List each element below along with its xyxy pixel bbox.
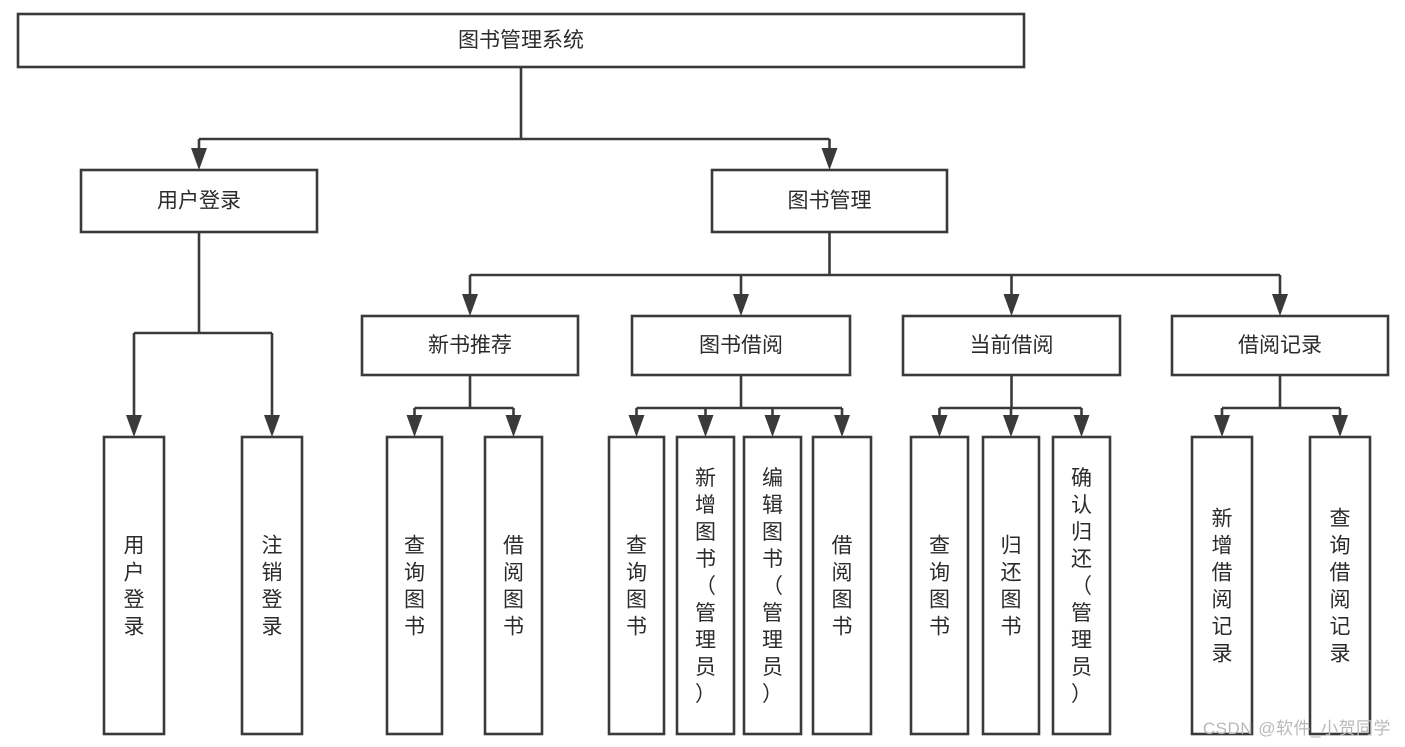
connector-arrowhead — [1272, 294, 1288, 316]
node-label-book-manage: 图书管理 — [788, 190, 872, 213]
node-box-leaf-borrow-book-1[interactable] — [483, 435, 544, 736]
node-leaf-query-book-2[interactable]: 查询图书 — [607, 435, 666, 736]
connector-arrowhead — [191, 148, 207, 170]
node-leaf-query-record[interactable]: 查询借阅记录 — [1308, 435, 1372, 736]
node-label-book-borrow: 图书借阅 — [699, 334, 783, 357]
node-box-leaf-edit-book[interactable] — [742, 435, 803, 736]
node-leaf-add-book[interactable]: 新增图书（管理员） — [675, 435, 736, 736]
node-label-leaf-borrow-book-2: 借阅图书 — [832, 535, 853, 639]
node-label-new-book-rec: 新书推荐 — [428, 334, 512, 357]
node-label-leaf-user-login: 用户登录 — [124, 535, 145, 639]
connector-group-user-login — [126, 232, 280, 437]
node-label-leaf-edit-book: 编辑图书（管理员） — [762, 467, 783, 706]
csdn-watermark: CSDN @软件_小贺同学 — [1202, 719, 1391, 738]
connector-arrowhead — [764, 415, 781, 437]
connector-arrowhead — [1073, 415, 1090, 437]
connector-arrowhead — [1003, 415, 1019, 437]
node-book-borrow[interactable]: 图书借阅 — [630, 314, 852, 377]
connector-arrowhead — [834, 415, 850, 437]
node-box-new-book-rec[interactable] — [360, 314, 580, 377]
node-box-current-borrow[interactable] — [901, 314, 1122, 377]
node-box-leaf-return-book[interactable] — [981, 435, 1041, 736]
node-leaf-user-login[interactable]: 用户登录 — [102, 435, 166, 736]
connector-arrowhead — [628, 415, 645, 437]
node-label-user-login: 用户登录 — [157, 190, 241, 213]
connector-group-book-manage — [462, 232, 1288, 316]
node-leaf-borrow-book-1[interactable]: 借阅图书 — [483, 435, 544, 736]
nodes-layer: 图书管理系统用户登录图书管理新书推荐图书借阅当前借阅借阅记录用户登录注销登录查询… — [16, 12, 1390, 736]
node-box-leaf-query-book-1[interactable] — [385, 435, 444, 736]
node-leaf-query-book-1[interactable]: 查询图书 — [385, 435, 444, 736]
node-leaf-query-book-3[interactable]: 查询图书 — [909, 435, 970, 736]
connector-arrowhead — [1003, 294, 1020, 316]
node-borrow-record[interactable]: 借阅记录 — [1170, 314, 1390, 377]
node-box-leaf-query-book-3[interactable] — [909, 435, 970, 736]
connector-arrowhead — [1214, 415, 1230, 437]
node-label-leaf-query-book-2: 查询图书 — [626, 535, 647, 639]
node-book-manage[interactable]: 图书管理 — [710, 168, 949, 234]
connector-arrowhead — [733, 294, 749, 316]
connector-arrowhead — [931, 415, 948, 437]
node-label-leaf-query-record: 查询借阅记录 — [1330, 508, 1351, 666]
node-label-leaf-return-book: 归还图书 — [1001, 535, 1022, 639]
node-box-leaf-query-record[interactable] — [1308, 435, 1372, 736]
node-box-leaf-user-logout[interactable] — [240, 435, 304, 736]
connector-arrowhead — [126, 415, 142, 437]
node-label-leaf-borrow-book-1: 借阅图书 — [503, 535, 524, 639]
node-label-leaf-add-record: 新增借阅记录 — [1212, 508, 1233, 666]
node-box-user-login[interactable] — [79, 168, 319, 234]
node-new-book-rec[interactable]: 新书推荐 — [360, 314, 580, 377]
node-leaf-add-record[interactable]: 新增借阅记录 — [1190, 435, 1254, 736]
node-label-leaf-user-logout: 注销登录 — [262, 535, 283, 639]
node-label-current-borrow: 当前借阅 — [970, 334, 1054, 357]
connector-arrowhead — [505, 415, 522, 437]
node-box-borrow-record[interactable] — [1170, 314, 1390, 377]
node-box-book-borrow[interactable] — [630, 314, 852, 377]
node-label-leaf-query-book-1: 查询图书 — [404, 535, 425, 639]
node-box-leaf-user-login[interactable] — [102, 435, 166, 736]
node-root[interactable]: 图书管理系统 — [16, 12, 1026, 69]
connector-arrowhead — [264, 415, 280, 437]
node-label-leaf-add-book: 新增图书（管理员） — [695, 467, 716, 706]
connector-arrowhead — [697, 415, 714, 437]
node-user-login[interactable]: 用户登录 — [79, 168, 319, 234]
connector-group-current-borrow — [931, 375, 1090, 437]
node-box-root[interactable] — [16, 12, 1026, 69]
node-box-leaf-add-book[interactable] — [675, 435, 736, 736]
node-label-root: 图书管理系统 — [458, 29, 584, 52]
connector-group-new-book-rec — [406, 375, 522, 437]
node-leaf-user-logout[interactable]: 注销登录 — [240, 435, 304, 736]
node-box-leaf-query-book-2[interactable] — [607, 435, 666, 736]
connector-arrowhead — [821, 148, 838, 170]
connector-group-book-borrow — [628, 375, 850, 437]
node-leaf-confirm-return[interactable]: 确认归还（管理员） — [1051, 435, 1112, 736]
node-leaf-edit-book[interactable]: 编辑图书（管理员） — [742, 435, 803, 736]
connector-group-root — [191, 67, 838, 170]
node-label-borrow-record: 借阅记录 — [1238, 334, 1322, 357]
connector-arrowhead — [1332, 415, 1348, 437]
node-box-leaf-add-record[interactable] — [1190, 435, 1254, 736]
node-label-leaf-confirm-return: 确认归还（管理员） — [1071, 467, 1092, 706]
node-current-borrow[interactable]: 当前借阅 — [901, 314, 1122, 377]
connector-group-borrow-record — [1214, 375, 1348, 437]
node-label-leaf-query-book-3: 查询图书 — [929, 535, 950, 639]
node-box-leaf-confirm-return[interactable] — [1051, 435, 1112, 736]
node-leaf-return-book[interactable]: 归还图书 — [981, 435, 1041, 736]
node-box-leaf-borrow-book-2[interactable] — [811, 435, 873, 736]
connector-arrowhead — [406, 415, 423, 437]
node-leaf-borrow-book-2[interactable]: 借阅图书 — [811, 435, 873, 736]
node-box-book-manage[interactable] — [710, 168, 949, 234]
connector-arrowhead — [462, 294, 478, 316]
connectors-layer — [126, 67, 1348, 437]
